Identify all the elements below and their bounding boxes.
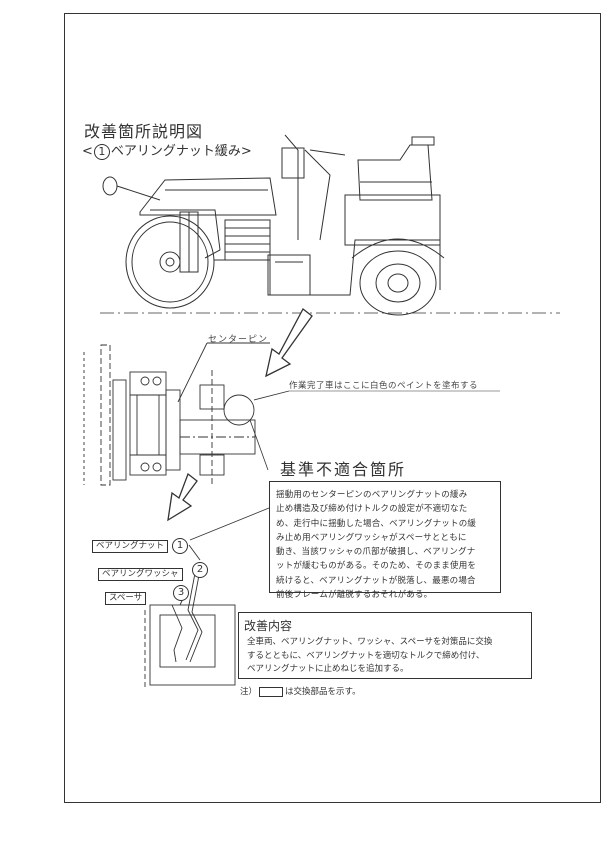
part-number-2: 2 <box>192 562 208 578</box>
road-roller-illustration <box>100 134 560 316</box>
center-pin-label: センターピン <box>208 335 269 345</box>
nonconformity-line: 止め構造及び締め付けトルクの設定が不適切なた <box>276 504 468 515</box>
arrow-down-left-2 <box>167 472 198 522</box>
improvement-line: ベアリングナットに止めねじを追加する。 <box>247 664 409 674</box>
subtitle-number-badge: 1 <box>93 144 110 160</box>
subtitle-close-bracket: > <box>240 144 252 159</box>
improvement-box <box>238 612 532 679</box>
note-text: は交換部品を示す。 <box>285 687 361 697</box>
part-label-bearing-nut: ベアリングナット <box>92 540 169 553</box>
nonconformity-line: 前後フレームが離脱するおそれがある。 <box>276 590 433 601</box>
improvement-line: 全車両、ベアリングナット、ワッシャ、スペーサを対策品に交換 <box>247 637 493 647</box>
page-title: 改善箇所説明図 <box>84 122 204 141</box>
part-number-3: 3 <box>173 585 189 601</box>
part-label-spacer: スペーサ <box>105 592 147 605</box>
nonconformity-line: ットが緩むものがある。そのため、そのまま使用を <box>276 561 477 572</box>
subtitle-text: ベアリングナット緩み <box>110 144 241 159</box>
paint-instruction-note: 作業完了車はここに白色のペイントを塗布する <box>289 381 479 391</box>
improvement-title: 改善内容 <box>244 619 293 633</box>
subtitle-open-bracket: < <box>82 144 93 159</box>
nonconformity-line: 続けると、ベアリングナットが脱落し、最悪の場合 <box>276 575 476 586</box>
legend-square-icon <box>259 686 284 697</box>
nonconformity-line: め、走行中に揺動した場合、ベアリングナットの緩 <box>276 518 477 529</box>
part-label-bearing-washer: ベアリングワッシャ <box>98 568 183 581</box>
arrow-down-left-1 <box>265 308 313 378</box>
nonconformity-description-box: 揺動用のセンターピンのベアリングナットの緩み 止め構造及び締め付けトルクの設定が… <box>269 481 501 600</box>
nonconformity-line: 動き、当該ワッシャの爪部が破損し、ベアリングナ <box>276 547 476 558</box>
pivot-assembly-drawing <box>83 342 500 486</box>
replacement-parts-note: 注） は交換部品を示す。 <box>240 685 361 697</box>
nonconformity-line: 揺動用のセンターピンのベアリングナットの緩み <box>276 490 468 500</box>
nonconformity-title: 基準不適合箇所 <box>280 460 407 479</box>
note-prefix: 注） <box>240 687 258 697</box>
page-frame <box>64 13 601 803</box>
improvement-line: するとともに、ベアリングナットを適切なトルクで締め付け、 <box>247 650 485 661</box>
improvement-description: 全車両、ベアリングナット、ワッシャ、スペーサを対策品に交換 するとともに、ベアリ… <box>247 636 530 677</box>
parts-detail-drawing <box>144 507 270 690</box>
nonconformity-line: み止め用ベアリングワッシャがスペーサとともに <box>276 532 467 543</box>
part-number-1: 1 <box>172 538 188 554</box>
